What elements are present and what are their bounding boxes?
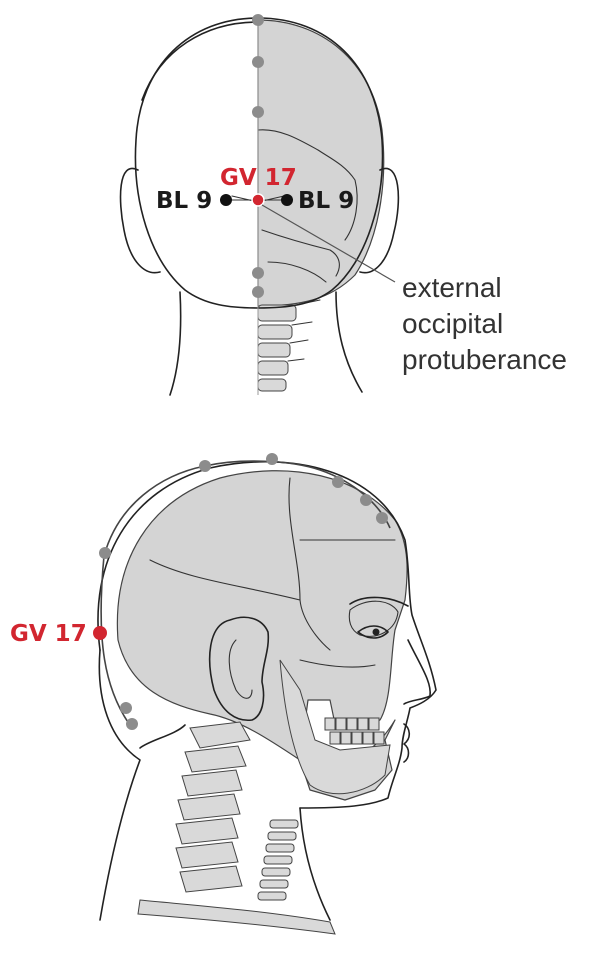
side-meridian-point (99, 547, 111, 559)
side-gv17-label: GV 17 (10, 621, 87, 647)
back-meridian-point (252, 106, 264, 118)
side-meridian-point (332, 476, 344, 488)
back-view-head: GV 17 BL 9 BL 9 external occipital protu… (121, 14, 568, 395)
annotation-line-3: protuberance (402, 344, 567, 375)
back-neck-left (170, 292, 181, 395)
annotation-line-2: occipital (402, 308, 503, 339)
back-meridian-point (252, 286, 264, 298)
back-cervical-spine (258, 300, 320, 391)
back-bl9-left-label: BL 9 (156, 188, 212, 214)
back-meridian-point (252, 267, 264, 279)
side-meridian-point (376, 512, 388, 524)
back-left-ear (121, 168, 160, 272)
back-meridian-point (252, 14, 264, 26)
side-meridian-point (266, 453, 278, 465)
side-view-head: GV 17 (10, 453, 436, 934)
back-bl9-left-point (220, 194, 232, 206)
back-hair-arc (142, 22, 258, 100)
side-meridian-point (199, 460, 211, 472)
side-nose (404, 640, 430, 704)
back-gv17-label: GV 17 (220, 165, 297, 191)
side-cervical-spine (176, 722, 250, 892)
side-pupil (373, 629, 380, 636)
side-meridian-point (126, 718, 138, 730)
back-neck-right (336, 292, 362, 392)
side-hair-line (140, 725, 185, 748)
side-clavicle (138, 900, 335, 934)
side-meridian-point (360, 494, 372, 506)
annotation-line-1: external (402, 272, 502, 303)
side-teeth (325, 718, 384, 744)
back-bl9-right-label: BL 9 (298, 188, 354, 214)
back-skull-shading (258, 20, 384, 306)
side-meridian-point (120, 702, 132, 714)
side-gv17-point (93, 626, 107, 640)
back-meridian-point (252, 56, 264, 68)
side-neck-back (99, 650, 140, 920)
side-neck-front (300, 808, 330, 920)
back-gv17-point (252, 194, 264, 206)
back-bl9-right-point (281, 194, 293, 206)
side-trachea (258, 820, 298, 900)
